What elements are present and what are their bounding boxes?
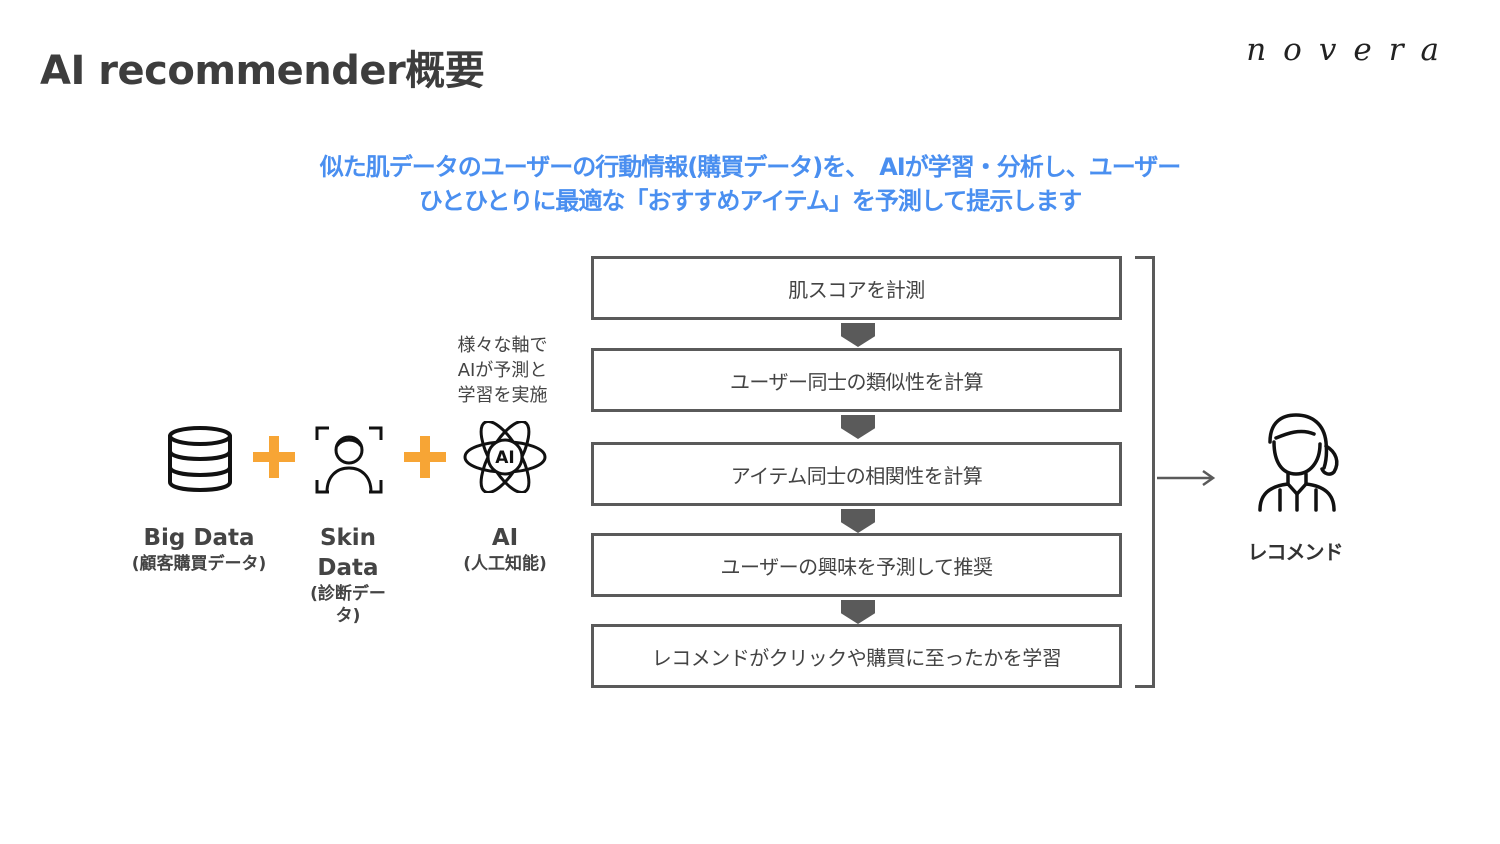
subtitle-line-1: 似た肌データのユーザーの行動情報(購買データ)を、 AIが学習・分析し、ユーザー xyxy=(319,153,1181,181)
ai-sub: (人工知能) xyxy=(463,554,547,574)
ai-icon-text: AI xyxy=(495,448,514,468)
skin-data-label: Skin Data (診断デー タ) xyxy=(298,523,398,627)
database-icon xyxy=(168,426,232,493)
skin-data-name-1: Skin xyxy=(319,525,377,551)
brand-logo: novera xyxy=(1246,32,1456,68)
recommend-label: レコメンド xyxy=(1247,540,1344,564)
skin-data-sub-1: (診断デー xyxy=(310,584,386,604)
big-data-sub: (顧客購買データ) xyxy=(131,554,267,574)
ai-note: 様々な軸で AIが予測と 学習を実施 xyxy=(440,333,565,408)
ai-label: AI (人工知能) xyxy=(445,523,565,575)
step-2: ユーザー同士の類似性を計算 xyxy=(591,348,1122,412)
step-5: レコメンドがクリックや購買に至ったかを学習 xyxy=(591,624,1122,688)
ai-atom-icon: AI xyxy=(463,421,547,493)
plus-icon xyxy=(404,436,446,478)
face-scan-icon xyxy=(315,426,383,494)
down-arrow-icon xyxy=(841,509,875,533)
step-1: 肌スコアを計測 xyxy=(591,256,1122,320)
big-data-name: Big Data xyxy=(143,525,255,551)
big-data-label: Big Data (顧客購買データ) xyxy=(110,523,288,575)
right-arrow-icon xyxy=(1157,469,1216,487)
subtitle-line-2: ひとひとりに最適な「おすすめアイテム」を予測して提示します xyxy=(418,187,1082,215)
down-arrow-icon xyxy=(841,323,875,347)
user-icon xyxy=(1258,413,1339,512)
ai-note-line-2: AIが予測と xyxy=(457,360,548,381)
skin-data-name-2: Data xyxy=(317,555,379,581)
step-3: アイテム同士の相関性を計算 xyxy=(591,442,1122,506)
ai-note-line-3: 学習を実施 xyxy=(457,385,548,406)
skin-data-sub-2: タ) xyxy=(335,606,361,626)
down-arrow-icon xyxy=(841,600,875,624)
plus-icon xyxy=(253,436,295,478)
ai-name: AI xyxy=(491,525,519,551)
ai-note-line-1: 様々な軸で xyxy=(457,335,548,356)
page-title: AI recommender概要 xyxy=(40,48,485,94)
down-arrow-icon xyxy=(841,415,875,439)
flow-bracket xyxy=(1135,256,1155,688)
step-4: ユーザーの興味を予測して推奨 xyxy=(591,533,1122,597)
subtitle: 似た肌データのユーザーの行動情報(購買データ)を、 AIが学習・分析し、ユーザー… xyxy=(0,150,1500,218)
